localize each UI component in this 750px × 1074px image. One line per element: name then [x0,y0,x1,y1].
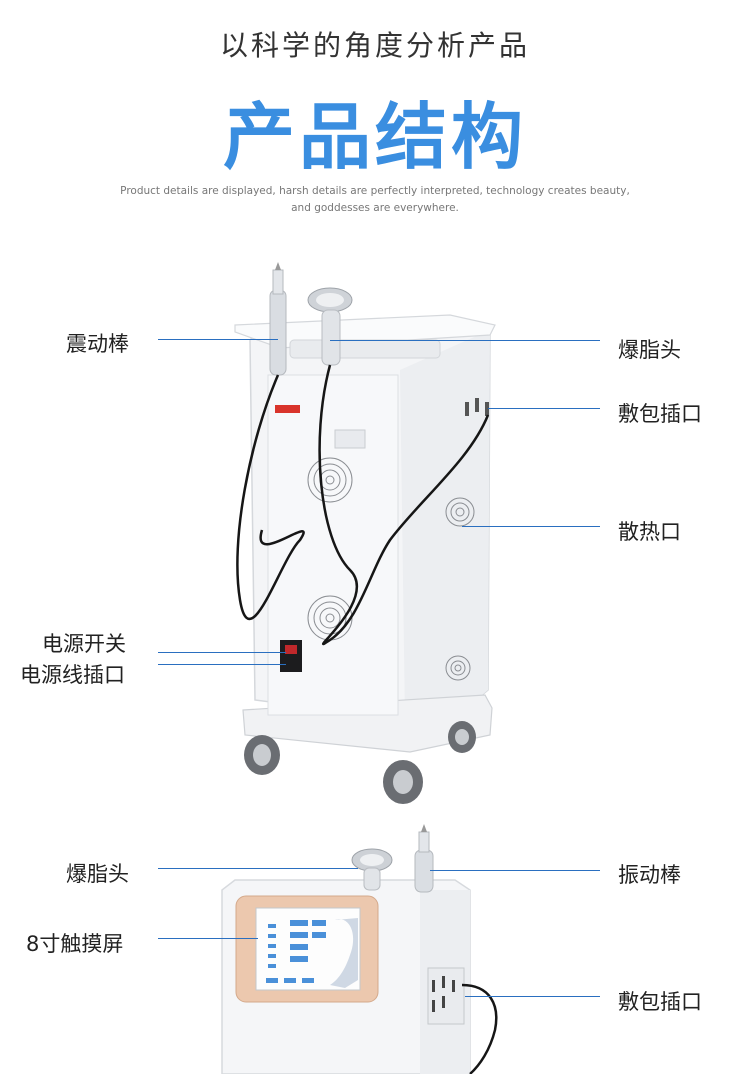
leader-fat-blasting-head [330,340,600,341]
label-compress-port-front: 敷包插口 [618,990,702,1014]
label-fat-blasting-head-front: 爆脂头 [66,862,129,886]
label-touch-screen: 8寸触摸屏 [26,932,124,956]
leader-fat-blasting-head-front [158,868,358,869]
leader-power-cord-port [158,664,286,665]
leader-compress-port-back [488,408,600,409]
device-back-view-image [234,262,496,804]
leader-vibration-rod [158,339,278,340]
label-power-switch: 电源开关 [42,632,126,656]
label-vibration-rod-front: 振动棒 [618,863,681,887]
leader-power-switch [158,652,286,653]
leader-touch-screen [158,938,258,939]
header-title: 产品结构 [222,95,527,179]
label-power-cord-port: 电源线插口 [20,663,125,687]
leader-heat-vent [462,526,600,527]
header-subtitle: 以科学的角度分析产品 [219,29,530,62]
header-description-line1: Product details are displayed, harsh det… [120,185,630,197]
header-description-line2: and goddesses are everywhere. [291,202,459,214]
leader-compress-port-front [465,996,600,997]
leader-vibration-rod-front [430,870,600,871]
device-front-view-image [221,824,498,1074]
label-heat-vent: 散热口 [618,520,681,544]
label-fat-blasting-head: 爆脂头 [618,338,681,362]
label-compress-port-back: 敷包插口 [618,402,702,426]
label-vibration-rod: 震动棒 [66,332,129,356]
